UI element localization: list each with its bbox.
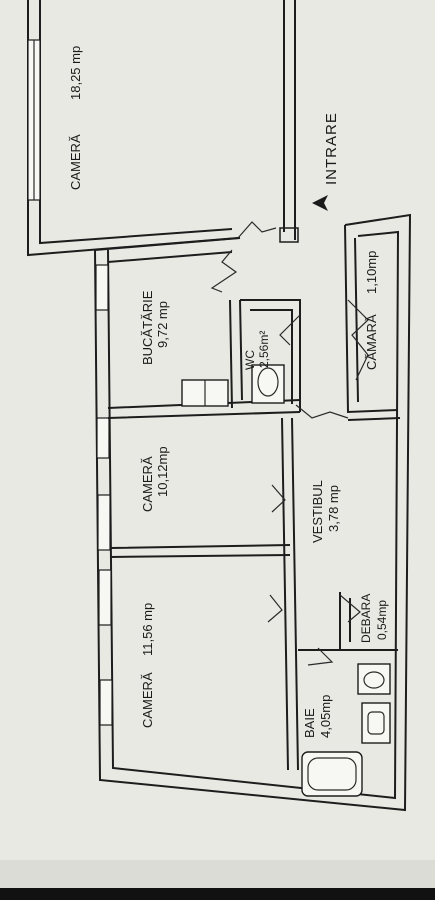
fixtures xyxy=(181,195,391,797)
room-name-debara: DEBARA xyxy=(359,594,373,643)
room-area-baie: 4,05mp xyxy=(318,695,333,738)
room-area-wc: 2,56m² xyxy=(257,331,271,368)
room-area-camera-large: 18,25 mp xyxy=(68,46,83,100)
toilet-icon xyxy=(251,364,285,404)
room-name-baie: BAIE xyxy=(302,708,317,738)
room-area-camara: 1,10mp xyxy=(364,251,379,294)
room-name-bucatarie: BUCĂTĂRIE xyxy=(140,290,155,365)
room-area-vestibul: 3,78 mp xyxy=(326,485,341,532)
room-name-vestibul: VESTIBUL xyxy=(310,480,325,543)
interior-walls xyxy=(107,224,401,771)
room-area-camera-small: 11,56 mp xyxy=(140,603,155,656)
room-area-bucatarie: 9,72 mp xyxy=(155,301,170,348)
bathtub-icon xyxy=(301,751,363,797)
bath-toilet-icon xyxy=(357,663,391,695)
room-area-camera-mid: 10,12mp xyxy=(155,446,170,497)
room-name-camara: CĂMARĂ xyxy=(364,314,379,370)
room-name-camera-small: CAMERĂ xyxy=(140,672,155,728)
dark-bottom-edge xyxy=(0,888,435,900)
outer-walls xyxy=(94,213,412,812)
doors xyxy=(210,249,369,666)
room-name-wc: WC xyxy=(243,350,257,370)
labels: INTRARE CAMERĂ 18,25 mp BUCĂTĂRIE 9,72 m… xyxy=(68,46,389,738)
sink-icon xyxy=(361,702,391,744)
entrance-label: INTRARE xyxy=(323,112,340,185)
entrance-arrow-icon xyxy=(312,195,328,211)
room-camera-large xyxy=(27,0,299,257)
room-name-camera-mid: CAMERĂ xyxy=(140,456,155,512)
room-area-debara: 0,54mp xyxy=(375,600,389,640)
room-name-camera-large: CAMERĂ xyxy=(68,134,83,190)
